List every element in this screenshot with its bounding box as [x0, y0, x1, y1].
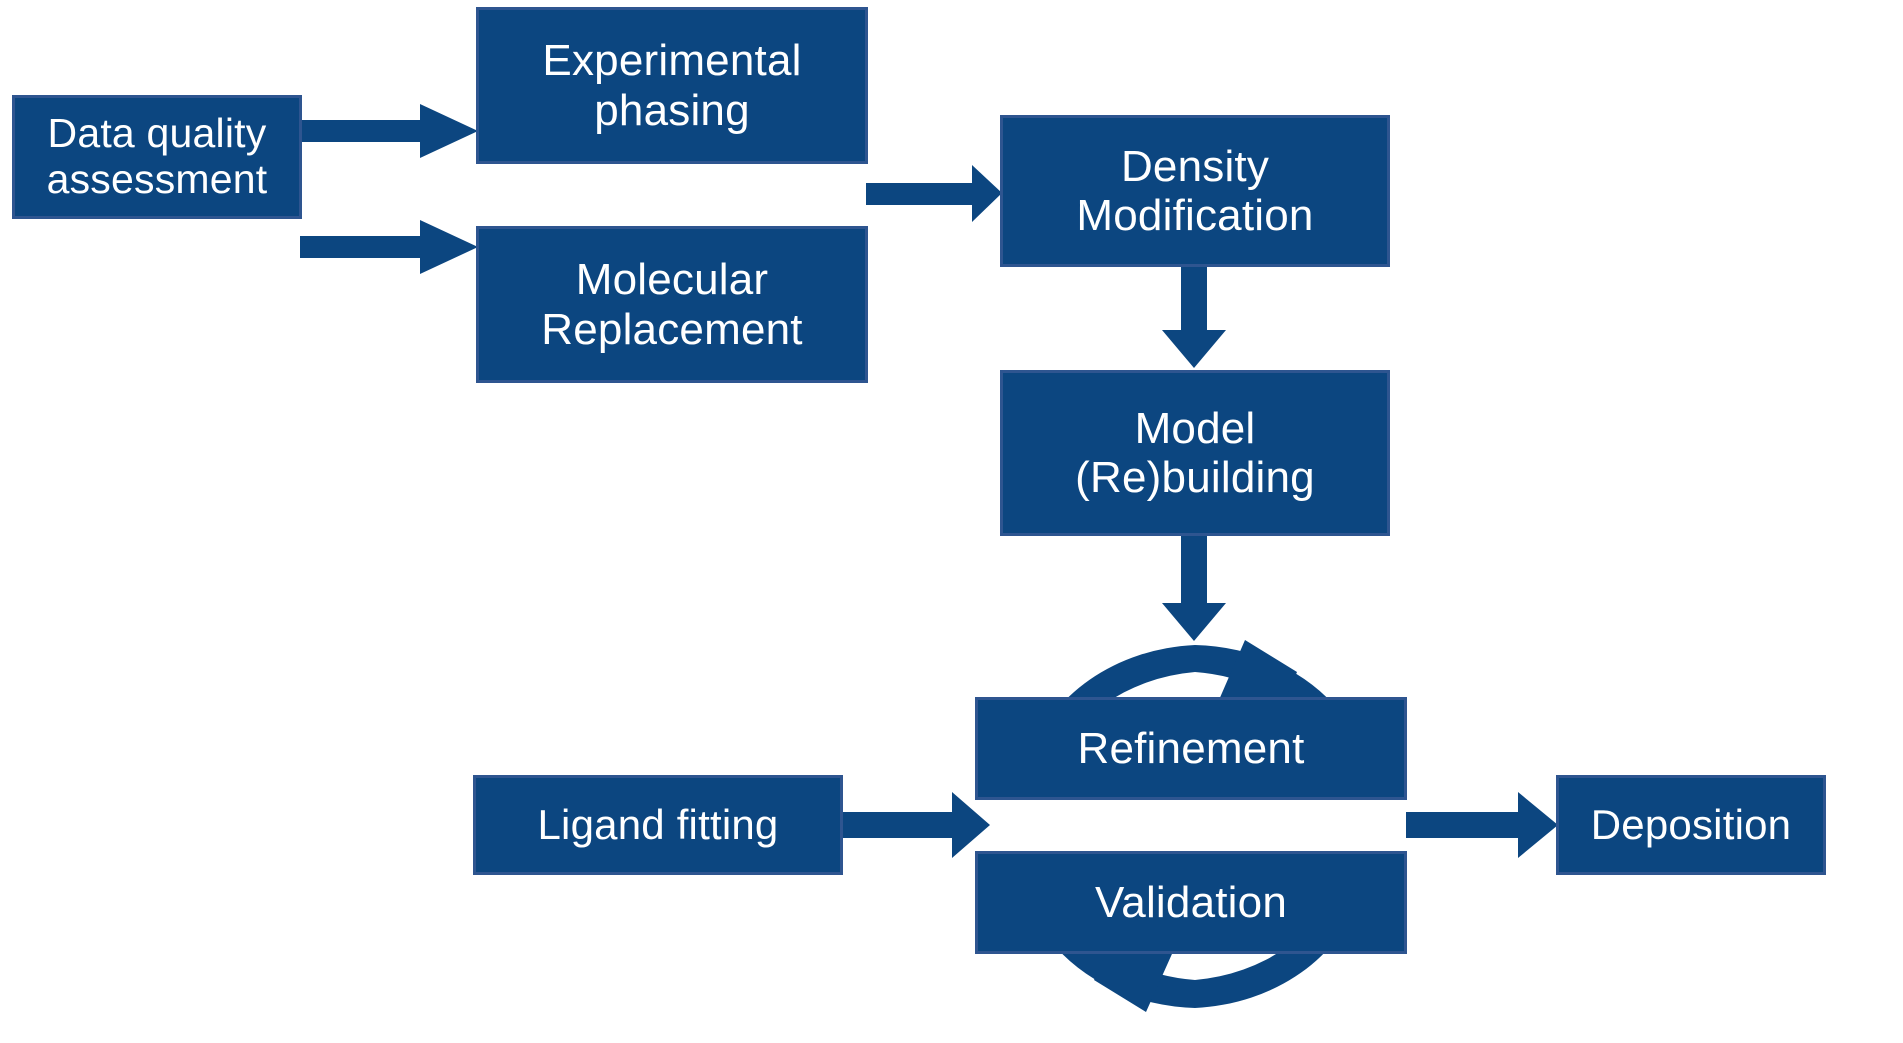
node-label: Deposition: [1590, 801, 1792, 849]
node-label: Molecular Replacement: [541, 255, 803, 354]
arrow-dq-to-expphasing: [300, 104, 478, 158]
node-molecular-replacement[interactable]: Molecular Replacement: [476, 226, 868, 383]
node-ligand-fitting[interactable]: Ligand fitting: [473, 775, 843, 875]
arrow-ligandfitting-to-cycle: [843, 792, 990, 858]
node-label: Model (Re)building: [1075, 403, 1315, 502]
node-label: Data quality assessment: [46, 110, 268, 202]
node-label: Experimental phasing: [542, 36, 802, 135]
arrow-phasing-to-densitymod: [866, 165, 1002, 222]
node-refinement[interactable]: Refinement: [975, 697, 1407, 800]
node-label: Density Modification: [1076, 141, 1314, 240]
node-experimental-phasing[interactable]: Experimental phasing: [476, 7, 868, 164]
node-density-modification[interactable]: Density Modification: [1000, 115, 1390, 267]
node-label: Validation: [1095, 877, 1287, 927]
arrow-dq-to-molrep: [300, 220, 478, 274]
node-label: Refinement: [1077, 723, 1305, 773]
node-label: Ligand fitting: [537, 801, 779, 849]
node-validation[interactable]: Validation: [975, 851, 1407, 954]
node-deposition[interactable]: Deposition: [1556, 775, 1826, 875]
arrow-cycle-to-deposition: [1406, 792, 1558, 858]
node-data-quality-assessment[interactable]: Data quality assessment: [12, 95, 302, 219]
arrow-densitymod-to-modelbuild: [1162, 265, 1226, 368]
node-model-rebuilding[interactable]: Model (Re)building: [1000, 370, 1390, 536]
arrow-modelbuild-to-refinement: [1162, 535, 1226, 641]
